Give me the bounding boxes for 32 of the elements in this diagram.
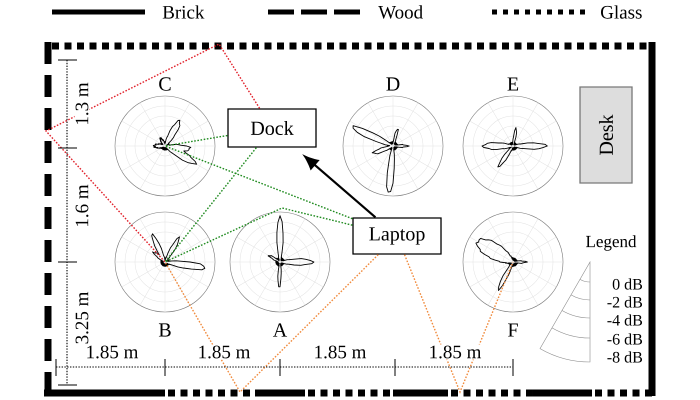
dimension-label: 1.85 m: [428, 344, 482, 360]
signal-path: [164, 147, 257, 262]
point-label: B: [158, 323, 171, 337]
dimension-label: 1.6 m: [74, 183, 90, 229]
dimension-label: 3.25 m: [74, 290, 90, 346]
legend-title: Legend: [586, 235, 636, 251]
signal-path: [44, 43, 260, 262]
point-label: C: [159, 77, 171, 91]
legend-text: Glass: [601, 5, 642, 19]
point-label: F: [508, 323, 518, 337]
scale-label: -4 dB: [607, 314, 642, 326]
arrow: [304, 156, 376, 218]
point-label: E: [507, 77, 518, 91]
device-box: Laptop: [352, 217, 442, 255]
dimension-label: 1.3 m: [74, 81, 90, 127]
scale-label: 0 dB: [612, 278, 642, 290]
point-label: A: [272, 323, 288, 337]
signal-path: [164, 207, 353, 263]
signal-path: [164, 145, 353, 220]
dimension-label: 1.85 m: [84, 344, 140, 360]
device-box: Dock: [227, 108, 317, 148]
point-label: D: [386, 77, 400, 91]
dimension-label: 1.85 m: [312, 344, 368, 360]
scale-label: -6 dB: [607, 333, 642, 345]
signal-path: [404, 254, 514, 394]
scale-label: -8 dB: [607, 351, 642, 363]
dimension-label: 1.85 m: [196, 344, 252, 360]
legend-text: Brick: [162, 5, 204, 19]
legend-text: Wood: [378, 5, 423, 19]
desk-box: Desk: [579, 86, 633, 184]
signal-path: [164, 254, 379, 394]
scale-label: -2 dB: [607, 296, 642, 308]
